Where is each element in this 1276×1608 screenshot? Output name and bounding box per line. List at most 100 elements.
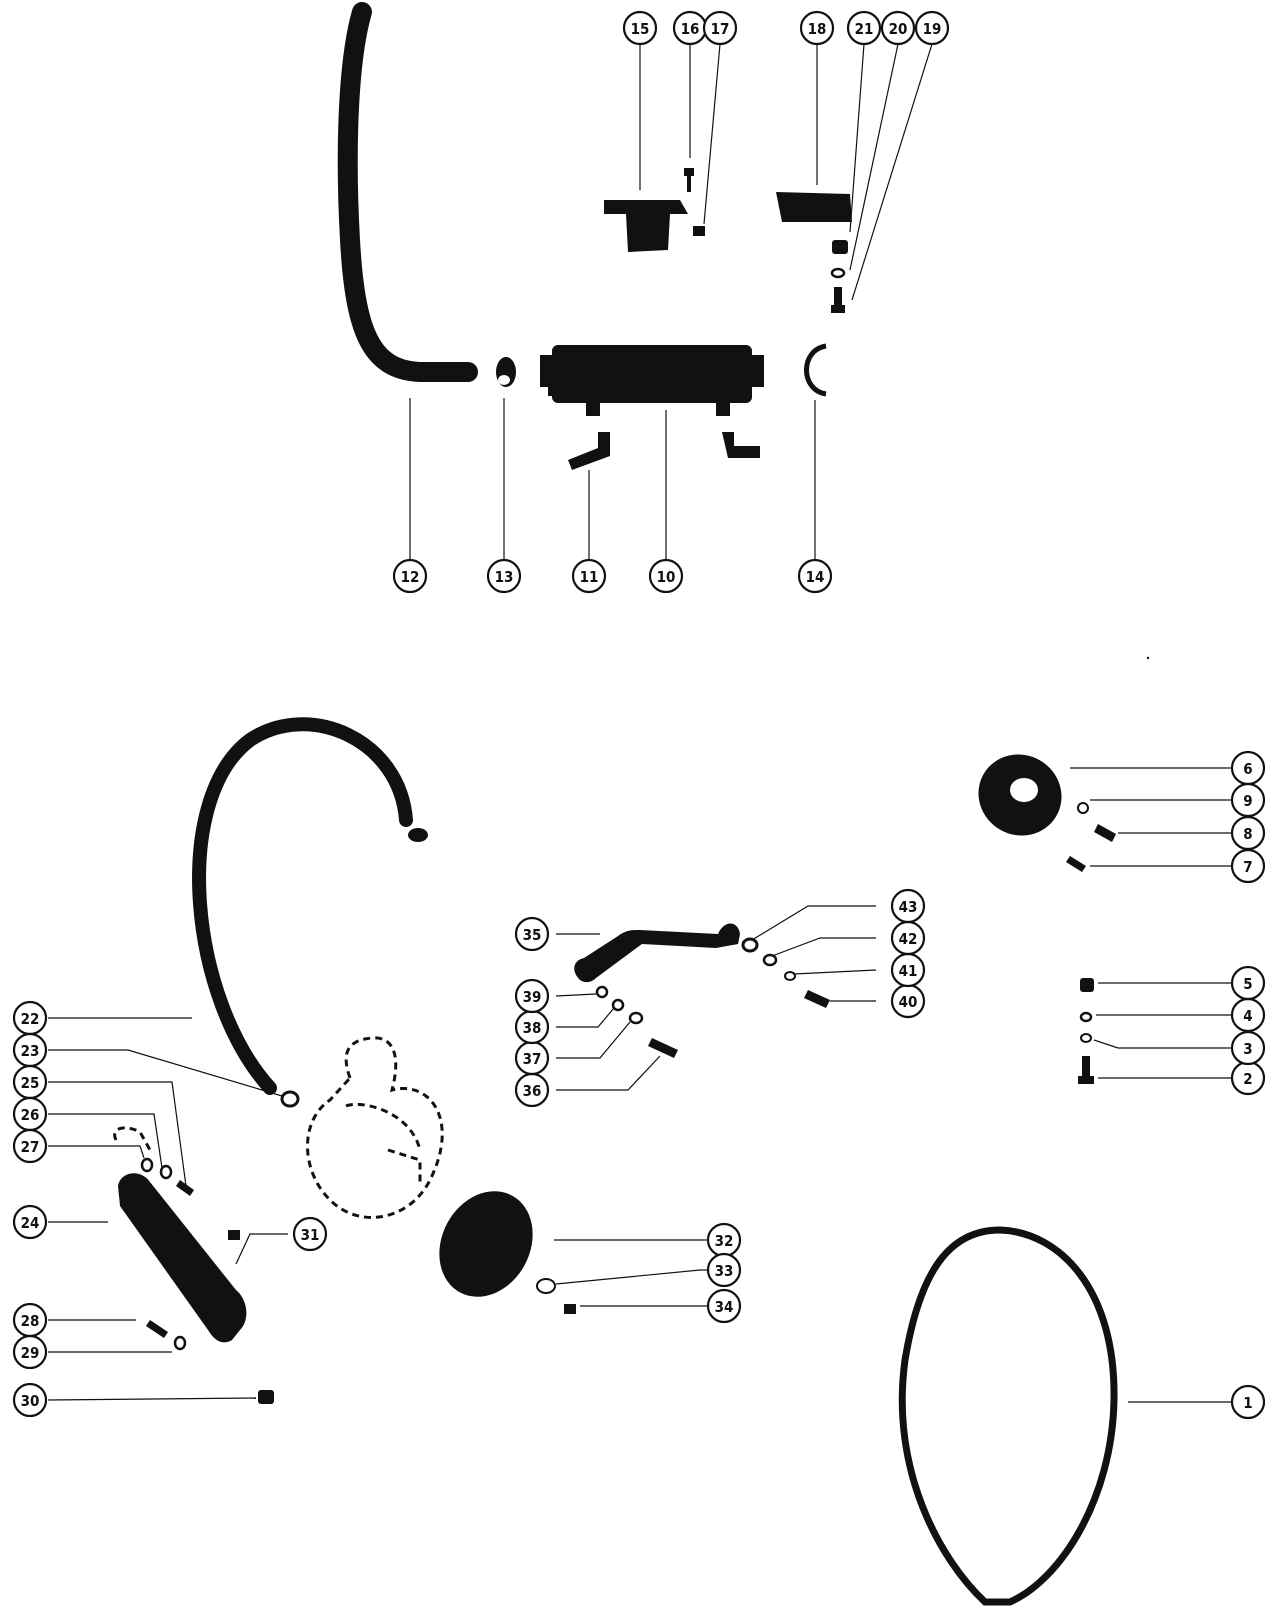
callout-circle	[12, 1204, 48, 1240]
callout-14: 14	[797, 558, 833, 594]
stray-mark	[1146, 656, 1150, 660]
callout-number: 33	[715, 1262, 734, 1280]
callout-number: 18	[808, 20, 827, 38]
callout-1: 1	[1230, 1384, 1266, 1420]
callout-circle	[1230, 782, 1266, 818]
callout-29: 29	[12, 1334, 48, 1370]
callout-16: 16	[672, 10, 708, 46]
callout-number: 26	[21, 1106, 40, 1124]
callout-number: 8	[1243, 825, 1252, 843]
callout-circle	[514, 978, 550, 1014]
part-15-bracket	[604, 200, 688, 252]
callout-39: 39	[514, 978, 550, 1014]
callout-number: 11	[580, 568, 599, 586]
callout-number: 7	[1243, 858, 1252, 876]
callout-31: 31	[292, 1216, 328, 1252]
callout-number: 32	[715, 1232, 734, 1250]
callout-number: 39	[523, 988, 542, 1006]
callout-number: 30	[21, 1392, 40, 1410]
callout-number: 10	[657, 568, 676, 586]
callout-number: 22	[21, 1010, 40, 1028]
callout-circle	[392, 558, 428, 594]
callout-25: 25	[12, 1064, 48, 1100]
part-17-nut	[693, 226, 705, 236]
part-5-nut	[1080, 978, 1094, 992]
part-9-washer	[1077, 802, 1089, 814]
part-23-clamps	[280, 828, 428, 1108]
part-32-pulley	[439, 1191, 533, 1297]
part-36-43-fasteners	[595, 937, 830, 1058]
callout-circle	[914, 10, 950, 46]
callout-33: 33	[706, 1252, 742, 1288]
callout-number: 15	[631, 20, 650, 38]
callout-number: 4	[1243, 1007, 1252, 1025]
part-16-screw	[684, 168, 694, 192]
part-19-bolt	[831, 287, 845, 313]
part-20-washer	[830, 267, 846, 279]
part-31-nut	[228, 1230, 240, 1240]
callout-35: 35	[514, 916, 550, 952]
part-33-washer	[536, 1278, 556, 1294]
callout-circle	[1230, 965, 1266, 1001]
part-24-bracket	[118, 1173, 247, 1343]
callout-number: 6	[1243, 760, 1252, 778]
callout-10: 10	[648, 558, 684, 594]
callout-circle	[571, 558, 607, 594]
callout-number: 41	[899, 962, 918, 980]
leader-lines	[47, 43, 1232, 1403]
part-14-clip	[804, 343, 827, 397]
callout-18: 18	[799, 10, 835, 46]
part-8-bolt	[1094, 824, 1116, 842]
callout-3: 3	[1230, 1030, 1266, 1066]
callout-2: 2	[1230, 1060, 1266, 1096]
callout-number: 2	[1243, 1070, 1252, 1088]
callout-12: 12	[392, 558, 428, 594]
callout-number: 16	[681, 20, 700, 38]
callout-number: 25	[21, 1074, 40, 1092]
callout-28: 28	[12, 1302, 48, 1338]
callout-6: 6	[1230, 750, 1266, 786]
callout-circle	[12, 1382, 48, 1418]
callout-30: 30	[12, 1382, 48, 1418]
part-28-bolt	[146, 1320, 168, 1338]
callout-32: 32	[706, 1222, 742, 1258]
callout-number: 9	[1243, 792, 1252, 810]
part-12-hose	[337, 2, 478, 382]
part-29-washer	[173, 1335, 187, 1351]
part-7-bolt	[1066, 856, 1086, 872]
callout-17: 17	[702, 10, 738, 46]
callout-number: 31	[301, 1226, 320, 1244]
callout-8: 8	[1230, 815, 1266, 851]
callout-number: 37	[523, 1050, 542, 1068]
part-35-bracket	[574, 923, 740, 983]
part-1-belt	[898, 1226, 1118, 1606]
callout-34: 34	[706, 1288, 742, 1324]
callout-number: 12	[401, 568, 420, 586]
callout-number: 13	[495, 568, 514, 586]
callout-22: 22	[12, 1000, 48, 1036]
callout-40: 40	[890, 983, 926, 1019]
callout-circle	[846, 10, 882, 46]
part-18-strap	[776, 192, 852, 222]
callout-circle	[799, 10, 835, 46]
callout-41: 41	[890, 952, 926, 988]
part-6-disc	[978, 754, 1062, 836]
callout-circle	[514, 916, 550, 952]
callout-5: 5	[1230, 965, 1266, 1001]
callout-number: 35	[523, 926, 542, 944]
callout-20: 20	[880, 10, 916, 46]
callout-circle	[1230, 1384, 1266, 1420]
callout-26: 26	[12, 1096, 48, 1132]
callout-number: 20	[889, 20, 908, 38]
callout-42: 42	[890, 920, 926, 956]
callout-circle	[12, 1334, 48, 1370]
callout-number: 19	[923, 20, 942, 38]
callout-circle	[12, 1128, 48, 1164]
callout-circle	[702, 10, 738, 46]
callout-number: 5	[1243, 975, 1252, 993]
callout-4: 4	[1230, 997, 1266, 1033]
callout-11: 11	[571, 558, 607, 594]
callout-number: 1	[1243, 1394, 1252, 1412]
